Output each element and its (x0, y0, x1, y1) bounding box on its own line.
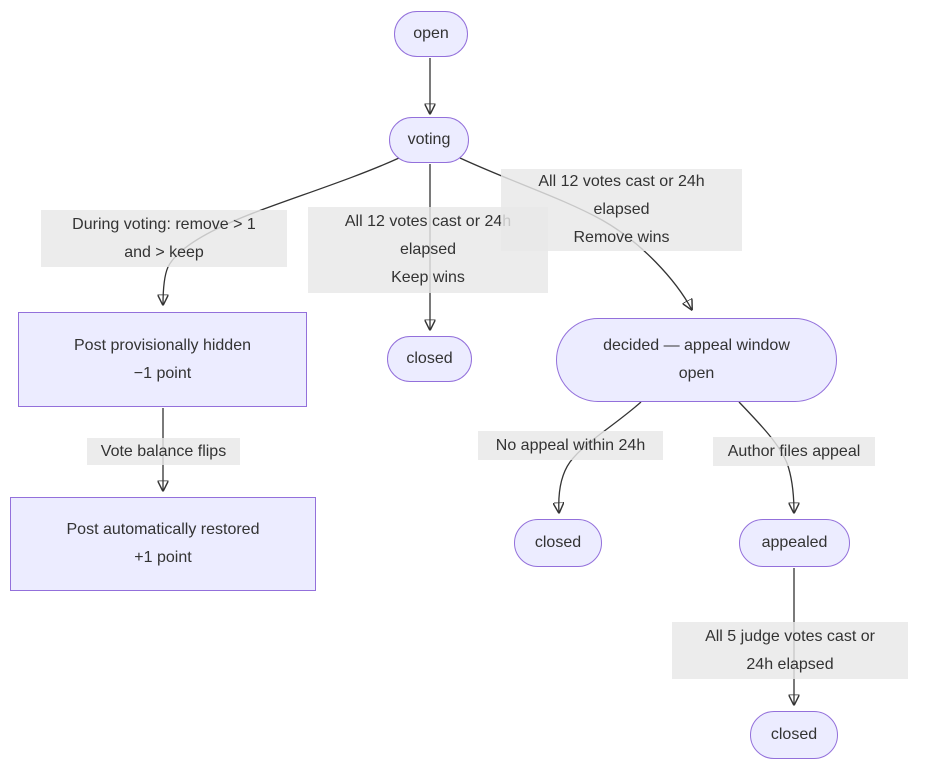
edge-label-vote-balance-flips: Vote balance flips (87, 438, 240, 465)
node-label: Post provisionally hidden (74, 336, 251, 354)
edge-label-during-voting: During voting: remove > 1 and > keep (41, 210, 287, 267)
edge-label-line: No appeal within 24h (495, 436, 646, 454)
edge-label-line: and > keep (124, 243, 204, 261)
edge-decided-closed-noappeal (559, 401, 642, 513)
node-label: closed (534, 534, 582, 551)
edge-label-line: Remove wins (573, 229, 670, 246)
node-label: −1 point (133, 364, 192, 382)
node-label: open (413, 25, 449, 42)
edge-label-line: Vote balance flips (100, 442, 227, 460)
edge-label-line: 24h elapsed (746, 655, 834, 673)
edge-label-judge-votes: All 5 judge votes cast or 24h elapsed (672, 622, 908, 679)
edge-label-line: All 12 votes cast or 24h (538, 173, 705, 190)
edge-label-line: During voting: remove > 1 (72, 215, 256, 233)
node-post-automatically-restored: Post automatically restored +1 point (10, 497, 316, 591)
edge-label-remove-wins: All 12 votes cast or 24h elapsed Remove … (501, 169, 742, 251)
node-label: closed (406, 350, 453, 367)
node-post-provisionally-hidden: Post provisionally hidden −1 point (18, 312, 307, 407)
node-label: Post automatically restored (66, 521, 260, 538)
node-label: appealed (761, 534, 828, 551)
edge-label-author-files-appeal: Author files appeal (713, 437, 875, 466)
edge-label-no-appeal: No appeal within 24h (478, 431, 663, 460)
edge-label-line: elapsed (399, 241, 457, 258)
node-label: +1 point (134, 549, 192, 566)
edge-label-line: Author files appeal (727, 442, 861, 460)
node-voting: voting (389, 117, 469, 163)
node-appealed: appealed (739, 519, 850, 567)
node-label: open (678, 365, 715, 382)
node-decided-appeal-window-open: decided — appeal window open (556, 318, 837, 402)
edge-label-line: All 12 votes cast or 24h (344, 213, 512, 230)
edge-label-line: elapsed (593, 201, 650, 218)
node-closed-keep: closed (387, 336, 472, 382)
edge-label-line: All 5 judge votes cast or (705, 627, 875, 645)
node-closed-final: closed (750, 711, 838, 759)
node-label: decided — appeal window (603, 337, 790, 354)
edge-label-line: Keep wins (391, 269, 465, 286)
node-label: voting (407, 131, 451, 148)
node-open: open (394, 11, 468, 57)
node-closed-no-appeal: closed (514, 519, 602, 567)
node-label: closed (770, 726, 818, 743)
